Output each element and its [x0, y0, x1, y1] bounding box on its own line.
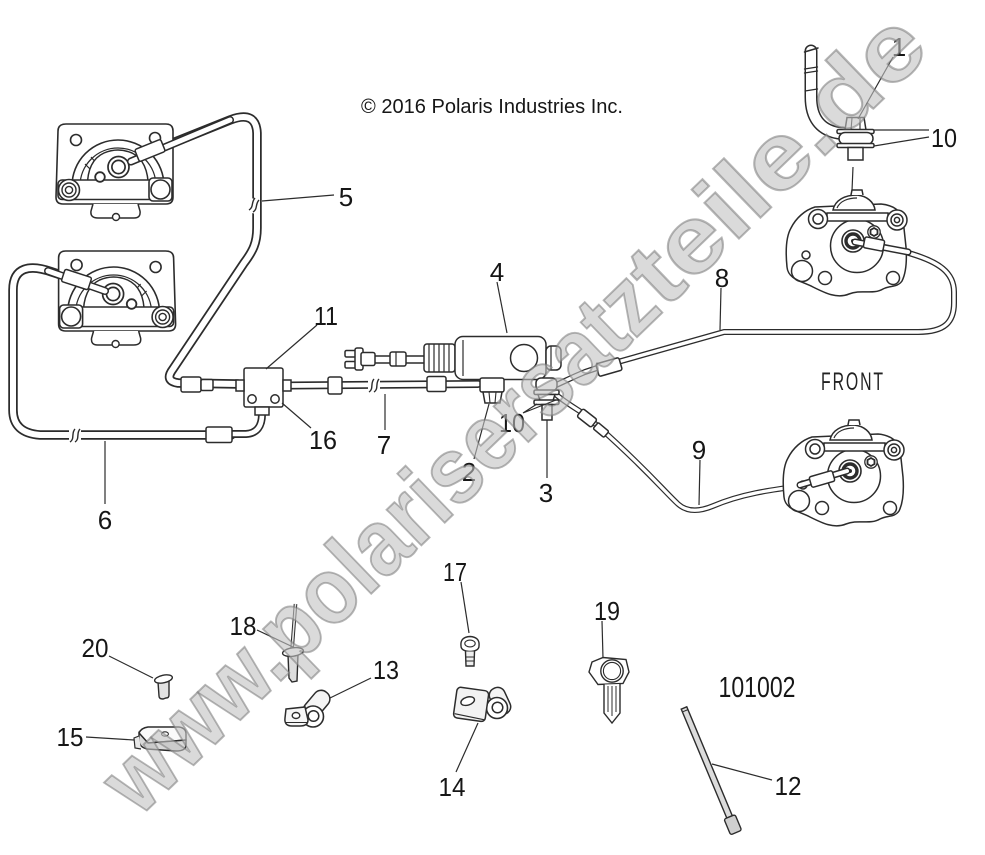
svg-text:FRONT: FRONT [821, 368, 885, 396]
svg-text:8: 8 [715, 263, 729, 293]
svg-text:5: 5 [339, 182, 353, 212]
svg-text:17: 17 [443, 557, 467, 587]
svg-text:15: 15 [57, 722, 84, 752]
svg-text:2: 2 [462, 457, 476, 487]
svg-text:13: 13 [373, 655, 399, 685]
svg-text:© 2016 Polaris Industries Inc.: © 2016 Polaris Industries Inc. [361, 96, 623, 118]
svg-text:12: 12 [775, 771, 802, 801]
svg-text:1: 1 [892, 32, 906, 62]
svg-text:10: 10 [499, 408, 525, 438]
svg-text:11: 11 [314, 301, 338, 331]
svg-text:101002: 101002 [719, 672, 796, 704]
svg-text:18: 18 [230, 611, 257, 641]
svg-text:4: 4 [490, 257, 504, 287]
svg-text:20: 20 [82, 633, 109, 663]
svg-text:14: 14 [439, 772, 466, 802]
svg-text:6: 6 [98, 505, 112, 535]
svg-text:16: 16 [309, 425, 337, 455]
svg-text:10: 10 [931, 123, 957, 153]
svg-text:3: 3 [539, 478, 553, 508]
svg-text:19: 19 [594, 596, 620, 626]
svg-text:9: 9 [692, 435, 706, 465]
svg-text:7: 7 [377, 430, 391, 460]
